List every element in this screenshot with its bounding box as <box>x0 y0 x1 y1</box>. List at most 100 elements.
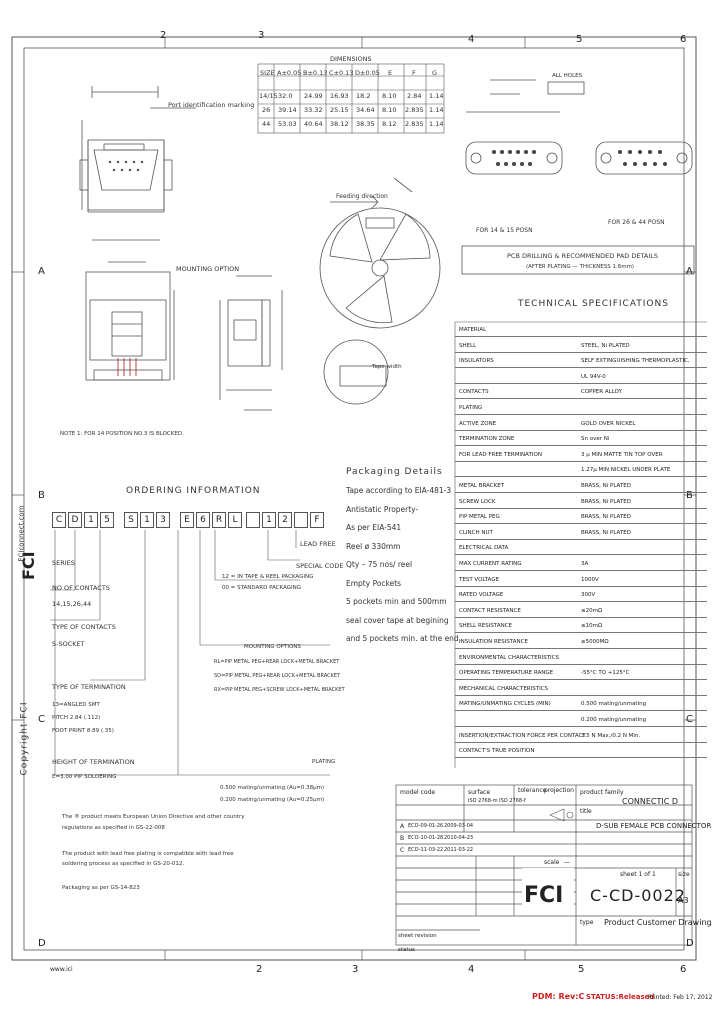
spec-label: SHELL <box>459 342 477 349</box>
zone-top-6: 6 <box>680 34 687 45</box>
spec-label: FOR LEAD FREE TERMINATION <box>459 451 542 458</box>
termination-line: FOOT PRINT 8.89 (.35) <box>52 728 114 734</box>
packaging-line: As per EIA-541 <box>346 523 402 532</box>
zone-left-d: D <box>38 938 46 949</box>
note-line: regulations as specified in GS-22-008 <box>62 825 165 831</box>
spec-value: COPPER ALLOY <box>581 389 622 396</box>
scale-label: scale <box>544 859 560 866</box>
dim-cell: 14/15 <box>259 92 278 100</box>
zone-top-3: 3 <box>258 30 265 41</box>
dim-header-g: G <box>432 69 438 77</box>
revision-date: 2009-03-04 <box>444 823 474 829</box>
code-box: D <box>68 512 82 528</box>
format-value: A3 <box>678 896 689 905</box>
document-number: C-CD-0022 <box>590 886 686 905</box>
printed-date: Printed: Feb 17, 2012 <box>648 994 713 1001</box>
dim-cell: 2.835 <box>405 120 424 128</box>
code-box: 3 <box>156 512 170 528</box>
spec-label: ENVIRONMENTAL CHARACTERISTICS <box>459 654 560 661</box>
spec-label: METAL BRACKET <box>459 483 505 489</box>
spec-value: 3.5 N Max./0.2 N Min. <box>581 732 641 739</box>
revision-eco: ECO-11-03-22 <box>408 847 444 853</box>
spec-label: OPERATING TEMPERATURE RANGE <box>459 670 554 677</box>
spec-label: CONTACT RESISTANCE <box>459 607 521 614</box>
zone-left-a: A <box>38 266 45 277</box>
zone-bottom-6: 6 <box>680 964 687 975</box>
dim-header-a: A±0.05 <box>277 69 302 77</box>
zone-bottom-4: 4 <box>468 964 475 975</box>
code-box: 1 <box>84 512 98 528</box>
height-label: HEIGHT OF TERMINATION <box>52 758 135 766</box>
spec-row: CONTACT RESISTANCE ≤20mΩ <box>455 607 707 618</box>
dim-cell: 40.64 <box>304 120 323 128</box>
sheet-revision-label: sheet revision <box>398 933 437 939</box>
code-box: E <box>180 512 194 528</box>
tape-width-label: Tape width <box>372 364 402 370</box>
spec-label: CONTACT'S TRUE POSITION <box>459 748 535 755</box>
spec-row: MATERIAL <box>455 326 707 337</box>
spec-value: BRASS, Ni PLATED <box>581 498 631 505</box>
pdm-revision: PDM: Rev:C <box>532 992 585 1001</box>
code-box: 6 <box>196 512 210 528</box>
status-released: STATUS:Released <box>586 993 655 1001</box>
spec-value: ≤20mΩ <box>581 607 603 614</box>
spec-label: SHELL RESISTANCE <box>459 623 513 630</box>
code-box: 1 <box>140 512 154 528</box>
spec-row: UL 94V-0 <box>455 373 707 384</box>
spec-value: 1.27µ MIN NICKEL UNDER PLATE <box>581 467 671 474</box>
dim-cell: 16.93 <box>330 92 349 100</box>
pcb-details-subtitle: (AFTER PLATING — THICKNESS 1.6mm) <box>526 264 635 270</box>
zone-bottom-2: 2 <box>256 964 263 975</box>
sheet-label: sheet 1 of 1 <box>620 871 656 878</box>
termination-line: PITCH 2.84 (.112) <box>52 715 101 721</box>
dim-cell: 2.84 <box>407 92 422 100</box>
dim-cell: 8.10 <box>382 92 397 100</box>
spec-label: TEST VOLTAGE <box>459 576 500 583</box>
spec-label: ACTIVE ZONE <box>459 420 497 427</box>
spec-label: ELECTRICAL DATA <box>459 545 509 552</box>
product-family-value: CONNECTIC D <box>622 797 679 806</box>
spec-label: RATED VOLTAGE <box>459 592 504 599</box>
title-label: title <box>580 808 592 815</box>
mounting-option-line: SO=PIP METAL PEG+REAR LOCK+METAL BRACKET <box>214 673 341 679</box>
format-label: size <box>678 871 690 878</box>
spec-label: TERMINATION ZONE <box>459 436 515 443</box>
revision-letter: A <box>400 823 405 830</box>
spec-label: INSULATION RESISTANCE <box>459 639 528 645</box>
spec-label: PIP METAL PEG <box>459 514 500 521</box>
spec-value: 0.500 mating/unmating <box>581 701 647 708</box>
spec-value: UL 94V-0 <box>581 373 606 380</box>
dimensions-table-title: DIMENSIONS <box>330 55 372 63</box>
spec-row: OPERATING TEMPERATURE RANGE-55°C TO +125… <box>455 669 707 681</box>
ordering-title: ORDERING INFORMATION <box>126 486 261 496</box>
zone-right-d: D <box>686 938 694 949</box>
spec-label: MAX CURRENT RATING <box>459 561 522 567</box>
zone-left-c: C <box>38 714 45 725</box>
spec-value: 0.200 mating/unmating <box>581 717 647 723</box>
tech-specs-title: TECHNICAL SPECIFICATIONS <box>518 299 669 309</box>
packaging-line: Empty Pockets <box>346 578 402 588</box>
special-code-line: 12 = IN TAPE & REEL PACKAGING <box>222 574 314 580</box>
code-box: C <box>52 512 66 528</box>
spec-row: RATED VOLTAGE 300V <box>455 591 707 603</box>
for-26-44-label: FOR 26 & 44 POSN <box>608 219 665 226</box>
code-box <box>294 512 308 528</box>
packaging-line: Reel ø 330mm <box>346 541 401 551</box>
spec-value: 300V <box>581 592 596 599</box>
model-code-label: model code <box>400 789 436 796</box>
spec-label: MATERIAL <box>459 327 487 333</box>
spec-value: ≥5000MΩ <box>581 639 609 645</box>
spec-row: INSULATION RESISTANCE ≥5000MΩ <box>455 638 707 649</box>
special-code-line: 00 = STANDARD PACKAGING <box>222 585 302 591</box>
dim-cell: 26 <box>262 106 271 114</box>
spec-value: 3 µ MIN MATTE TIN TOP OVER <box>581 451 663 458</box>
type-contacts-value: S-SOCKET <box>52 640 85 648</box>
packaging-line: Qty – 75 nos/ reel <box>346 560 413 569</box>
zone-bottom-5: 5 <box>578 964 585 975</box>
dim-cell: 1.14 <box>429 92 444 100</box>
